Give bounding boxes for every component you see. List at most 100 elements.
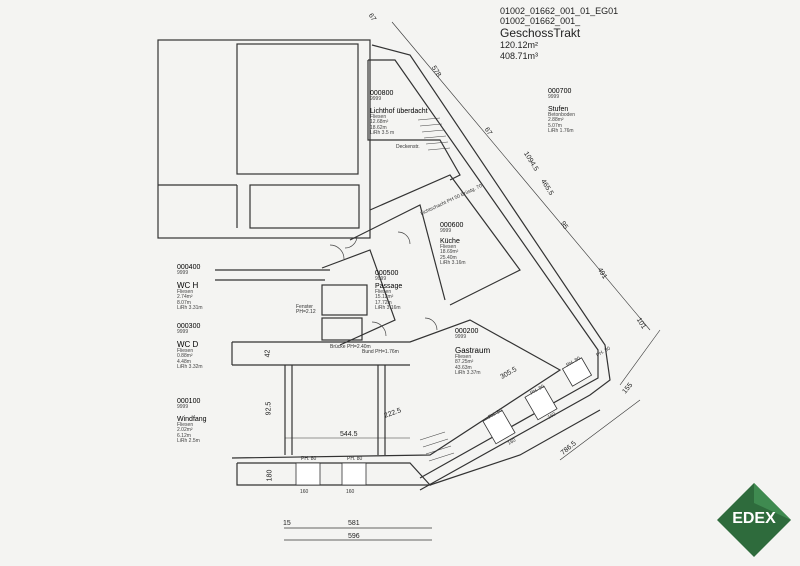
plan-area: 120.12m² [500,40,539,51]
dimension-label: 596 [348,533,360,540]
stair-step [417,117,441,121]
dim-line-right [619,329,661,386]
plan-header: 01002_01662_001_01_EG01 01002_01662_001_… [500,6,618,61]
dimension-label: 180 [266,469,274,482]
dim-line-right [391,21,651,331]
stair-step [419,431,446,441]
room-name: WC H [177,280,199,290]
door-swing [397,231,411,245]
room-height: LiRh 3.16m [375,305,401,311]
window-label: PH. 80 [347,456,363,462]
room-height: LiRh 3.16m [440,260,466,266]
passage-wall [349,204,446,301]
wc-h-box [321,284,368,316]
room-floor: Fliesen [375,288,392,295]
room-height: LiRh 1.76m [548,128,574,134]
annotation: Deckenstr. [396,144,420,150]
courtyard-outline [157,39,371,239]
room-volume: 5.07m [548,122,562,129]
room-volume: 4.48m [177,358,191,365]
room-volume: 6.12m [177,432,191,439]
room-stufen: 000700 9999 Stufen Betonboden 2.88m² 5.0… [548,88,575,135]
wall-lines [157,21,661,541]
room-sub: 9999 [177,404,189,410]
gastraum-outline [231,319,562,459]
room-name: Passage [375,282,403,290]
stair-step [425,445,452,455]
room-sub: 9999 [370,96,382,102]
passage-lower [321,249,396,346]
room-sub: 9999 [440,228,452,234]
window-label: 160 [300,489,309,495]
inner-court-lower [249,184,360,229]
inner-court [236,43,359,175]
window [482,409,516,445]
wc-d-box [321,317,363,341]
room-height: LiRh 2.5m [177,438,200,444]
room-code: 000400 [177,264,201,271]
room-name: WC D [177,339,199,349]
room-wc-d: 000300 9999 WC D Fliesen 0.88m² 4.48m Li… [177,323,203,371]
door-swing [329,244,345,260]
room-area: 18.69m² [440,249,459,255]
annotation: Fenster PH=2.12 [296,304,316,315]
room-code: 000700 [548,88,572,95]
room-volume: 17.72m [375,299,392,306]
room-gastraum: 000200 9999 Gastraum Fliesen 87.25m² 43.… [455,328,490,377]
room-code: 000300 [177,323,201,330]
window-label: PH. 80 [301,456,317,462]
window [295,462,321,486]
plan-title: GeschossTrakt [500,25,581,40]
room-sub: 9999 [177,270,189,276]
room-name: Stufen [548,105,569,113]
room-code: 000100 [177,398,201,405]
room-area: 15.12m² [375,294,394,300]
door-swing [371,321,387,337]
window-label: 160 [346,489,355,495]
door-swing [344,235,358,249]
room-volume: 25.40m [440,254,457,261]
stair-step [422,438,449,448]
stair-step [419,123,443,127]
stair-step [427,147,451,151]
room-floor: Fliesen [177,421,194,428]
logo-text: EDEX [732,510,776,527]
room-area: 87.25m² [455,359,474,365]
room-sub: 9999 [375,276,387,282]
room-area: 2.02m² [177,427,193,433]
dim-line-right [559,399,641,461]
room-kueche: 000600 9999 Küche Fliesen 18.69m² 25.40m… [440,222,466,267]
annotation: Bund PH=1.76m [362,349,399,355]
room-area: 0.88m² [177,353,193,359]
room-sub: 9999 [455,334,467,340]
room-sub: 9999 [177,329,189,335]
room-code: 000500 [375,270,399,277]
dimension-label: 544.5 [340,431,358,438]
room-volume: 43.63m [455,364,472,371]
room-area: 12.68m² [370,119,389,125]
room-height: LiRh 3.5 m [370,130,395,136]
outer-wall-diagonal [371,44,611,491]
room-code: 000800 [370,90,394,97]
window [561,357,593,387]
door-swings [329,231,438,337]
room-wc-h: 000400 9999 WC H Fliesen 2.74m² 8.07m Li… [177,264,203,312]
room-passage: 000500 9999 Passage Fliesen 15.12m² 17.7… [375,270,402,312]
dimension-label: 581 [348,520,360,527]
plan-volume: 408.71m³ [500,50,539,61]
room-name: Küche [440,237,460,245]
annotation: Brücke PH=2.40m [330,344,371,350]
plan-id: 01002_01662_001_01_EG01 [500,6,619,16]
door-swing [424,317,438,331]
stairs [417,117,455,462]
room-floor: Betonboden [548,111,575,118]
stair-step [423,135,447,139]
edex-logo [717,483,791,557]
stair-step [428,452,455,462]
window-markers [295,357,593,486]
room-lichthof: 000800 9999 Lichthof überdacht Fliesen 1… [370,90,428,137]
room-name: Windfang [177,415,207,423]
room-code: 000600 [440,222,464,229]
window [341,462,367,486]
